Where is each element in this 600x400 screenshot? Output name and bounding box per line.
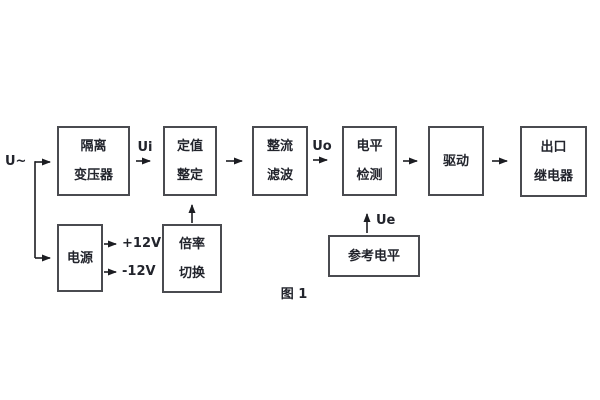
figure-caption: 图 1	[280, 287, 308, 302]
power-rail-minus12-label: -12V	[122, 264, 156, 279]
block-rectifier-filter: 整流 滤波	[252, 126, 308, 196]
signal-label-ue: Ue	[376, 213, 396, 228]
input-source-label: U~	[5, 154, 27, 169]
block-label: 滤波	[266, 168, 293, 183]
block-label: 电源	[66, 250, 93, 266]
block-output-relay: 出口 继电器	[520, 126, 587, 197]
block-reference-level: 参考电平	[328, 235, 420, 277]
signal-label-uo: Uo	[312, 139, 332, 154]
signal-label-ui: Ui	[137, 140, 153, 155]
block-label: 检测	[356, 168, 383, 183]
block-label: 隔离	[80, 139, 107, 154]
block-label: 驱动	[442, 153, 469, 169]
block-label: 整流	[266, 139, 293, 154]
block-label: 变压器	[73, 168, 113, 183]
block-driver: 驱动	[428, 126, 484, 196]
block-label: 出口	[540, 139, 567, 155]
block-power-supply: 电源	[57, 224, 103, 292]
block-label: 切换	[178, 265, 205, 281]
block-setting: 定值 整定	[163, 126, 217, 196]
block-label: 电平	[356, 139, 383, 154]
block-level-detection: 电平 检测	[342, 126, 397, 196]
block-ratio-switch: 倍率 切换	[162, 224, 222, 293]
block-isolation-transformer: 隔离 变压器	[57, 126, 130, 196]
power-rail-plus12-label: +12V	[122, 236, 162, 251]
block-label: 参考电平	[347, 248, 400, 264]
block-label: 倍率	[178, 236, 205, 252]
block-label: 整定	[176, 168, 203, 183]
block-label: 定值	[176, 139, 203, 154]
block-label: 继电器	[533, 168, 573, 184]
